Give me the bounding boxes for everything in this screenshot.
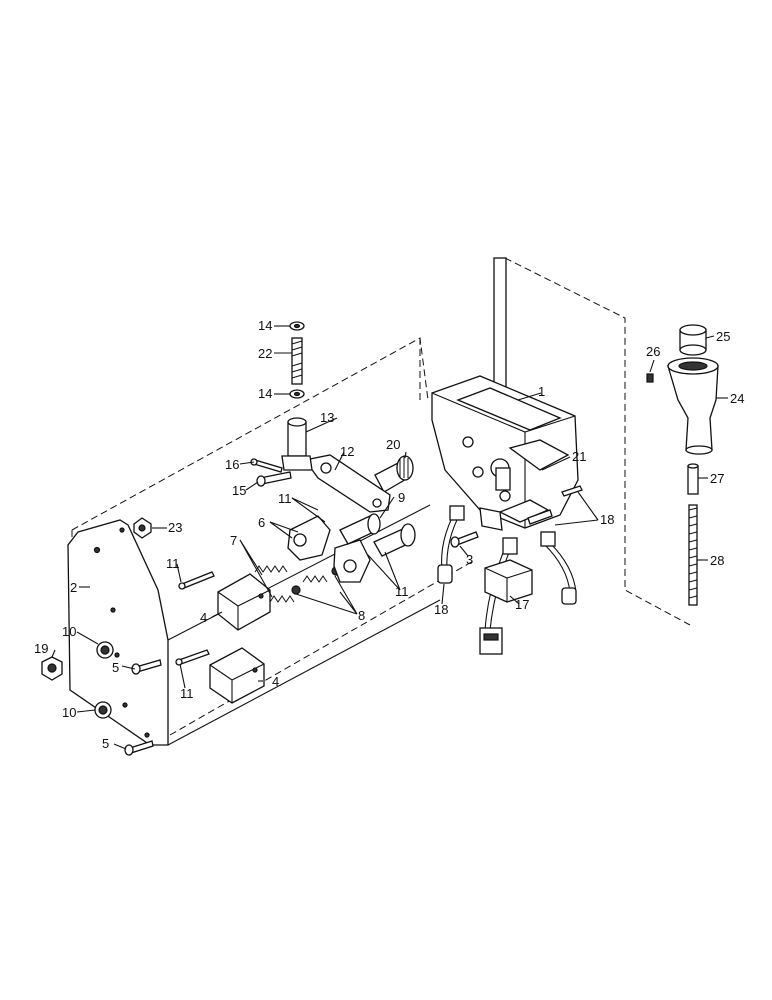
pin-21: [561, 485, 583, 497]
callout-14-bottom: 14: [258, 386, 272, 401]
hex-nut-19: [41, 656, 63, 681]
hex-nut-10-lower: [94, 701, 112, 719]
callout-7: 7: [230, 533, 237, 548]
switch-18-left: [437, 505, 465, 584]
callout-6: 6: [258, 515, 265, 530]
gate-housing-1: [431, 257, 579, 531]
pin-15: [256, 471, 292, 487]
switch-18-right: [527, 509, 577, 605]
callout-10-upper: 10: [62, 624, 76, 639]
spring-7: [254, 565, 295, 603]
washer-14-top: [289, 321, 305, 331]
washer-14-bottom: [289, 389, 305, 399]
callout-21: 21: [572, 449, 586, 464]
screw-5-lower: [124, 740, 154, 756]
pin-11-a: [178, 571, 215, 590]
callout-11-d: 11: [395, 584, 409, 599]
callout-11-b: 11: [180, 686, 194, 701]
knurled-sleeve-20: [374, 455, 414, 493]
callout-5-lower: 5: [102, 736, 109, 751]
callout-5-upper: 5: [112, 660, 119, 675]
callout-22: 22: [258, 346, 272, 361]
callout-23: 23: [168, 520, 182, 535]
callout-19: 19: [34, 641, 48, 656]
set-screw-26: [646, 373, 654, 383]
knurled-sleeve-9: [339, 513, 416, 557]
lever-arm-12: [303, 454, 391, 513]
callout-18-left: 18: [434, 602, 448, 617]
adapter-27: [687, 463, 699, 495]
callout-28: 28: [710, 553, 724, 568]
callout-labels: 1 2 3 4 4 5 5 6 7 8 9 10 10 11 11 11 11 …: [34, 318, 744, 751]
shift-knob-24: [667, 357, 719, 455]
callout-8: 8: [358, 608, 365, 623]
callout-4-lower: 4: [272, 674, 279, 689]
callout-14-top: 14: [258, 318, 272, 333]
callout-25: 25: [716, 329, 730, 344]
pin-11-b: [175, 649, 210, 666]
connector-17: [479, 537, 533, 655]
callout-17: 17: [515, 597, 529, 612]
screw-3: [450, 531, 479, 548]
callout-12: 12: [340, 444, 354, 459]
callout-4-upper: 4: [200, 610, 207, 625]
callout-13: 13: [320, 410, 334, 425]
callout-3: 3: [466, 552, 473, 567]
pivot-bracket-13: [281, 417, 313, 471]
screw-5-upper: [131, 659, 162, 675]
threaded-rod-28: [688, 504, 698, 606]
knob-cap-25: [679, 324, 707, 356]
stud-22: [291, 337, 303, 385]
leader-lines: [51, 325, 728, 750]
detent-8: [291, 566, 341, 595]
shift-fork-6: [287, 515, 371, 583]
callout-26: 26: [646, 344, 660, 359]
hex-nut-23: [133, 517, 152, 539]
pin-16: [250, 458, 283, 473]
callout-11-a: 11: [166, 556, 180, 571]
callout-11-c: 11: [278, 491, 292, 506]
callout-15: 15: [232, 483, 246, 498]
callout-9: 9: [398, 490, 405, 505]
callout-27: 27: [710, 471, 724, 486]
callout-24: 24: [730, 391, 744, 406]
callout-10-lower: 10: [62, 705, 76, 720]
solenoid-4-upper: [217, 573, 271, 631]
callout-18-right: 18: [600, 512, 614, 527]
callout-16: 16: [225, 457, 239, 472]
callout-20: 20: [386, 437, 400, 452]
callout-1: 1: [538, 384, 545, 399]
callout-2: 2: [70, 580, 77, 595]
solenoid-4-lower: [209, 647, 265, 704]
hex-nut-10-upper: [96, 641, 114, 659]
